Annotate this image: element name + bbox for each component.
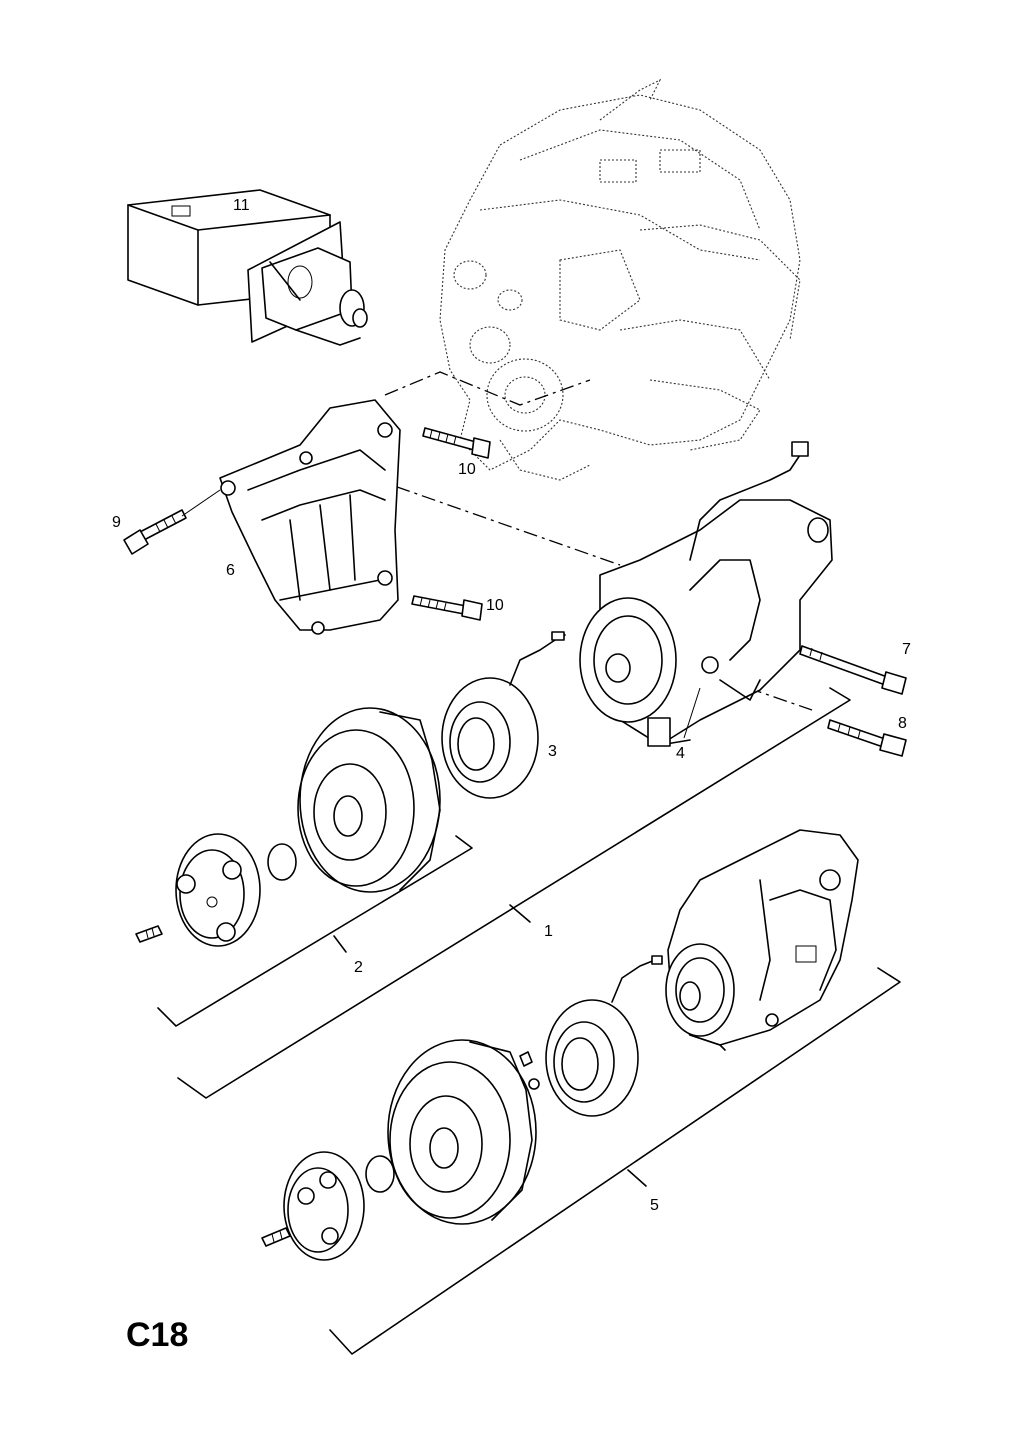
- callout-5: 5: [650, 1197, 659, 1214]
- callout-6: 6: [226, 562, 235, 579]
- item-1-compressor-assembly: [579, 441, 833, 747]
- item-5-clutch-coil: [519, 955, 663, 1117]
- assembly-bracket-lower: [329, 967, 901, 1355]
- callout-9: 9: [112, 514, 121, 531]
- callout-8: 8: [898, 715, 907, 732]
- item-5-pulley-clutch: [261, 1039, 537, 1261]
- item-8-bolt: [827, 719, 907, 757]
- item-10-upper-bolt: [422, 427, 491, 459]
- item-7-bolt: [799, 645, 907, 695]
- callout-labels: 11 10 9 6 10 7 8 3 4 1 2 5: [112, 197, 911, 1214]
- item-2-pulley-clutch: [135, 707, 441, 947]
- callout-1: 1: [544, 923, 553, 940]
- callout-10-lower: 10: [486, 597, 504, 614]
- page-code: C18: [126, 1316, 189, 1354]
- callout-3: 3: [548, 743, 557, 760]
- callout-11: 11: [233, 197, 250, 214]
- callout-2: 2: [354, 959, 363, 976]
- callout-4: 4: [676, 745, 685, 762]
- assembly-brackets-upper: [157, 687, 851, 1099]
- item-9-bolt: [123, 509, 187, 555]
- engine-block-outline: [439, 78, 801, 481]
- callout-7: 7: [902, 641, 911, 658]
- item-6-mounting-bracket: [219, 399, 401, 635]
- callout-10-upper: 10: [458, 461, 476, 478]
- item-10-lower-bolt: [411, 595, 483, 621]
- item-5-compressor-assembly: [665, 829, 859, 1051]
- item-11-packaged-part: [127, 189, 368, 346]
- item-3-clutch-coil: [441, 631, 566, 799]
- leader-lines: [181, 489, 701, 739]
